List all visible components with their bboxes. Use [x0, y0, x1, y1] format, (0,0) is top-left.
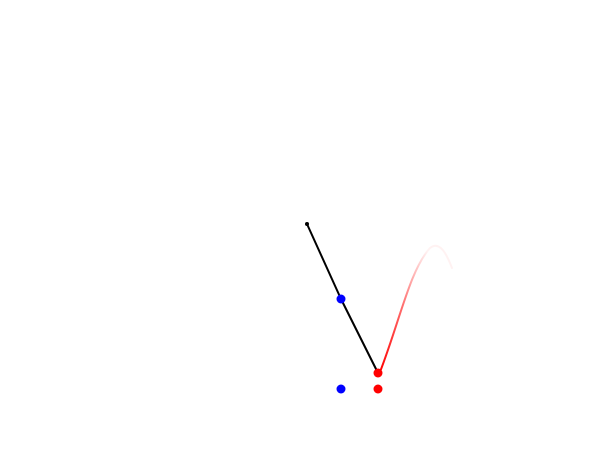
lower-bob-marker — [373, 384, 383, 394]
upper-bob[interactable] — [336, 294, 346, 304]
upper-rod — [306, 223, 342, 300]
bob-trail — [379, 244, 453, 373]
pivot-point — [305, 222, 309, 226]
lower-bob[interactable] — [373, 368, 383, 378]
upper-bob-marker — [336, 384, 346, 394]
lower-rod — [340, 298, 379, 374]
